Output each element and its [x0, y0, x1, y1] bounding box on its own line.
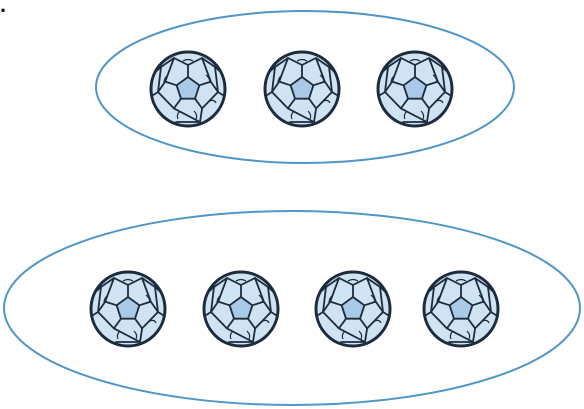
soccer-ball-icon: [377, 52, 453, 127]
bottom-group: [4, 211, 580, 405]
soccer-ball-icon: [90, 272, 166, 347]
soccer-ball-icon: [203, 272, 279, 347]
soccer-ball-icon: [423, 272, 499, 347]
soccer-ball-icon: [150, 52, 226, 127]
soccer-ball-icon: [315, 272, 391, 347]
top-group: [96, 11, 514, 163]
soccer-ball-icon: [264, 52, 340, 127]
